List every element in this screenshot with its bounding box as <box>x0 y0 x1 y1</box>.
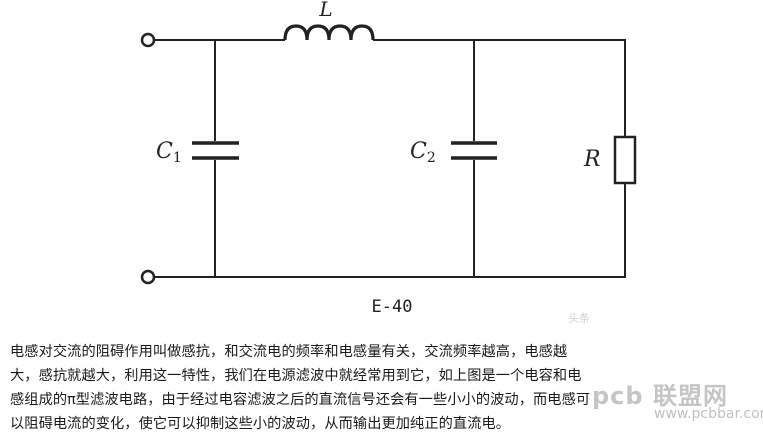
capacitor2-letter: C <box>410 139 427 164</box>
capacitor1-subscript: 1 <box>173 150 182 166</box>
caption-line: 大，感抗就越大，利用这一特性，我们在电源滤波中就经常用到它，如上图是一个电容和电 <box>10 368 582 384</box>
inductor-label: L <box>318 0 332 21</box>
resistor-label: R <box>583 147 601 172</box>
capacitor1-letter: C <box>156 139 173 164</box>
figure-id-label: E-40 <box>372 297 413 317</box>
watermark-brand: pcb 联盟网 <box>592 382 728 410</box>
capacitor2-label: C2 <box>410 139 436 166</box>
watermark-toutiao: 头条 <box>568 312 590 325</box>
pi-filter-circuit-diagram: L C1 C2 R E-40 <box>140 0 637 317</box>
input-terminal-bottom <box>140 269 156 285</box>
watermark-pcbbar: pcb 联盟网 www.pcbbar.com <box>592 376 763 430</box>
input-terminal-top <box>140 32 156 48</box>
resistor-body <box>613 135 637 185</box>
caption-line: 感组成的π型滤波电路，由于经过电容滤波之后的直流信号还会有一些小小的波动，而电感… <box>10 392 591 408</box>
caption-line: 电感对交流的阻碍作用叫做感抗，和交流电的频率和电感量有关，交流频率越高，电感越 <box>10 344 568 360</box>
watermark-url: www.pcbbar.com <box>654 406 763 422</box>
caption-paragraph: 电感对交流的阻碍作用叫做感抗，和交流电的频率和电感量有关，交流频率越高，电感越 … <box>10 340 730 436</box>
inductor-coil <box>283 24 375 41</box>
caption-line: 以阻碍电流的变化，使它可以抑制这些小的波动，从而输出更加纯正的直流电。 <box>10 416 511 432</box>
capacitor2-subscript: 2 <box>427 150 436 166</box>
capacitor1-label: C1 <box>156 139 182 166</box>
